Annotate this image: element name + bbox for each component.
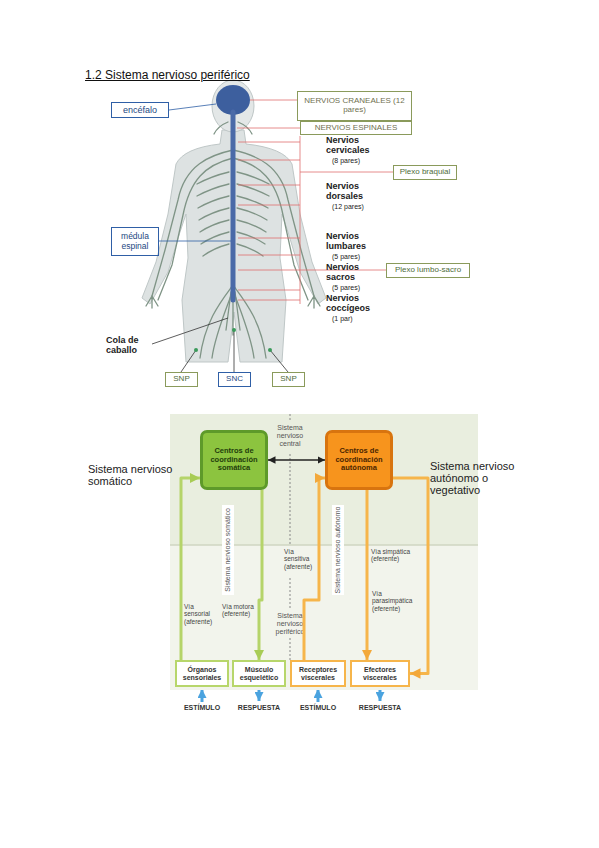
node-text: SNC xyxy=(225,375,244,384)
leader-line xyxy=(237,128,300,129)
text-label: (5 pares) xyxy=(332,253,382,261)
edge-label: Vía sensorial (aferente) xyxy=(184,603,218,625)
region-divider xyxy=(170,544,478,546)
organ-box: Receptores viscerales xyxy=(290,660,346,687)
nerve-dot xyxy=(194,348,198,352)
leader-line xyxy=(159,241,231,242)
center-box: Centros de coordinación autónoma xyxy=(325,430,393,490)
leader-line xyxy=(238,142,300,300)
page-title: 1.2 Sistema nervioso periférico xyxy=(85,68,250,82)
node-text: Plexo braquial xyxy=(399,168,452,177)
text-label: RESPUESTA xyxy=(234,704,284,712)
label-box: SNP xyxy=(272,372,305,387)
text-label: Nervios cervicales xyxy=(326,136,382,156)
stimulus-arrow xyxy=(201,689,204,702)
node-text: SNP xyxy=(279,375,297,384)
nerve-dot xyxy=(232,328,236,332)
stimulus-arrow xyxy=(317,689,320,702)
spinal-cord xyxy=(231,112,236,300)
organ-box: Músculo esquelético xyxy=(232,660,286,687)
node-text: SNP xyxy=(172,375,190,384)
label-box: SNP xyxy=(165,372,198,387)
label-box: NERVIOS CRANEALES (12 pares) xyxy=(297,91,412,121)
pns-region xyxy=(170,545,478,690)
leader-line xyxy=(250,100,297,101)
arm-nerve xyxy=(152,150,233,296)
leader-line xyxy=(152,318,228,344)
vertical-label: Sistema nervioso somático xyxy=(222,505,234,595)
leader-line xyxy=(300,172,393,173)
text-label: (1 par) xyxy=(332,315,382,323)
node-text: NERVIOS ESPINALES xyxy=(314,124,399,133)
node-text: Centros de coordinación autónoma xyxy=(328,447,390,472)
text-label: ESTÍMULO xyxy=(177,704,227,712)
vertical-label: Sistema nervioso autónomo xyxy=(332,505,344,595)
leader-lines xyxy=(152,100,393,372)
node-text: Centros de coordinación somática xyxy=(203,447,265,472)
edge-label: Vía simpática (eferente) xyxy=(371,548,413,563)
text-label: Nervios dorsales xyxy=(326,182,382,202)
text-label: (12 pares) xyxy=(332,203,382,211)
node-text: médula espinal xyxy=(112,232,158,251)
organ-box: Efectores viscerales xyxy=(350,660,410,687)
text-label: Nervios lumbares xyxy=(326,232,382,252)
label-box: Plexo braquial xyxy=(393,165,457,180)
organ-box: Órganos sensoriales xyxy=(175,660,229,687)
label-box: encéfalo xyxy=(111,102,169,118)
leader-line xyxy=(169,104,216,110)
node-text: NERVIOS CRANEALES (12 pares) xyxy=(298,97,411,115)
label-box: SNC xyxy=(218,372,251,387)
spinal-cord xyxy=(233,112,234,300)
label-box: Plexo lumbo-sacro xyxy=(386,263,470,278)
text-label: Sistema nervioso somático xyxy=(88,463,173,487)
leader-line xyxy=(181,330,288,372)
edge-label: Vía parasimpática (eferente) xyxy=(372,590,424,612)
node-text: Receptores viscerales xyxy=(292,666,344,682)
text-label: (5 pares) xyxy=(332,284,382,292)
text-label: RESPUESTA xyxy=(355,704,405,712)
center-box: Centros de coordinación somática xyxy=(200,430,268,490)
edge-label: Vía motora (eferente) xyxy=(222,603,256,618)
arm-nerve xyxy=(158,158,233,300)
label-box: NERVIOS ESPINALES xyxy=(300,121,412,135)
text-label: ESTÍMULO xyxy=(293,704,343,712)
text-label: Sistema nervioso autónomo o vegetativo xyxy=(430,460,530,496)
text-label: (8 pares) xyxy=(332,157,382,165)
body-silhouette xyxy=(142,80,326,362)
text-label: Nervios sacros xyxy=(326,263,382,283)
node-text: Plexo lumbo-sacro xyxy=(394,266,462,275)
stimulus-arrows xyxy=(202,688,380,702)
node-text: encéfalo xyxy=(122,105,158,115)
node-text: Efectores viscerales xyxy=(352,666,408,682)
label-box: médula espinal xyxy=(111,227,159,256)
node-text: Músculo esquelético xyxy=(234,666,284,682)
text-label: Nervios coccígeos xyxy=(326,294,382,314)
system-panel: Sistema nervioso centralSistema nervioso… xyxy=(170,414,478,690)
panel-text: Sistema nervioso central xyxy=(270,424,310,448)
node-text: Órganos sensoriales xyxy=(177,666,227,682)
arm-nerve xyxy=(233,158,308,300)
text-label: Cola de caballo xyxy=(106,336,154,356)
panel-text: Sistema nervioso periférico xyxy=(270,612,310,636)
leader-line xyxy=(300,136,301,304)
edge-label: Vía sensitiva (aferente) xyxy=(284,548,316,570)
nerve-dot xyxy=(268,348,272,352)
